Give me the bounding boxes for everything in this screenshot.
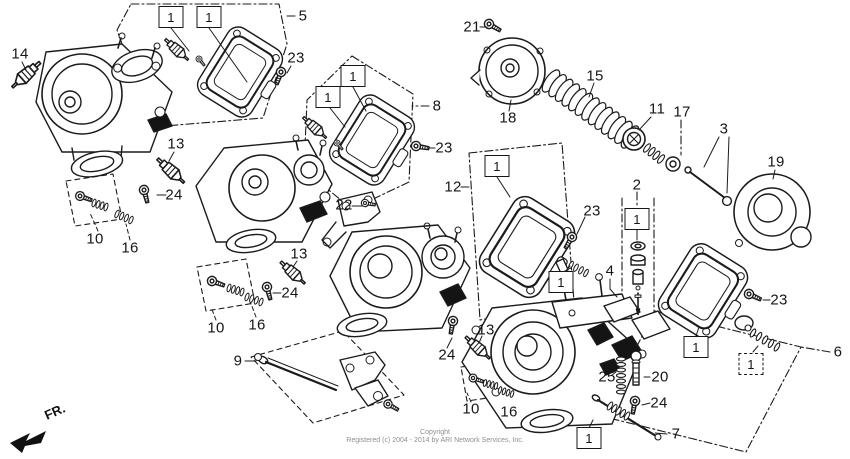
kit-2-spring-b (244, 292, 264, 307)
diaphragm-cover-18 (470, 37, 546, 105)
spring-bottom-right (749, 328, 781, 352)
screw-24b (260, 280, 276, 302)
carburetor-body-2 (195, 134, 333, 254)
needle-valve-13a (152, 153, 189, 188)
spring-25 (615, 356, 627, 395)
bleed-screw-top-2 (299, 112, 331, 143)
throttle-link-9 (253, 351, 401, 415)
group-outline-8 (303, 55, 414, 210)
bleed-screw-top-1 (161, 34, 193, 65)
copyright-line-2: Registered (c) 2004 - 2014 by ARI Networ… (346, 437, 524, 444)
slow-jet-spring (568, 260, 589, 278)
carburetor-body-1 (35, 32, 173, 178)
fr-arrow: FR. (10, 401, 67, 453)
screw-24c (445, 314, 460, 336)
fr-label: FR. (42, 401, 67, 423)
kit-3-springs (482, 379, 499, 390)
bolt-11 (622, 127, 646, 151)
dashed-leaders (89, 212, 509, 406)
screw-kit-1 (73, 189, 94, 205)
nut-17 (665, 156, 681, 172)
needle-valve-13b (276, 257, 310, 289)
screw-20 (630, 350, 642, 386)
air-vent-cap-19 (733, 173, 812, 251)
screw-23d (742, 287, 764, 305)
copyright-notice: Copyright Registered (c) 2004 - 2014 by … (346, 429, 523, 445)
spring-seat (744, 324, 752, 332)
kit-2-springs (226, 283, 245, 297)
jet-needle-set-2 (630, 241, 646, 316)
top-cover-d (652, 237, 760, 348)
screw-24a (137, 183, 153, 205)
copyright-line-1: Copyright (420, 429, 450, 436)
screw-24d (627, 394, 642, 416)
kit-1-springs (91, 198, 109, 212)
leader-lines (21, 26, 776, 435)
rod-7-spring (606, 401, 631, 421)
rod-3 (684, 166, 733, 207)
kit-1-spring-b (114, 209, 134, 225)
group-outline-5 (116, 3, 288, 128)
bleed-screw-top-1-tip (194, 54, 208, 68)
screw-kit-2 (205, 274, 227, 291)
screw-21 (482, 17, 504, 36)
screw-23b (409, 139, 431, 154)
dash-dot-leaders (283, 15, 831, 353)
spring-11 (642, 143, 666, 164)
carburetor-body-3 (321, 191, 471, 338)
kit-3-spring-b (497, 386, 515, 398)
